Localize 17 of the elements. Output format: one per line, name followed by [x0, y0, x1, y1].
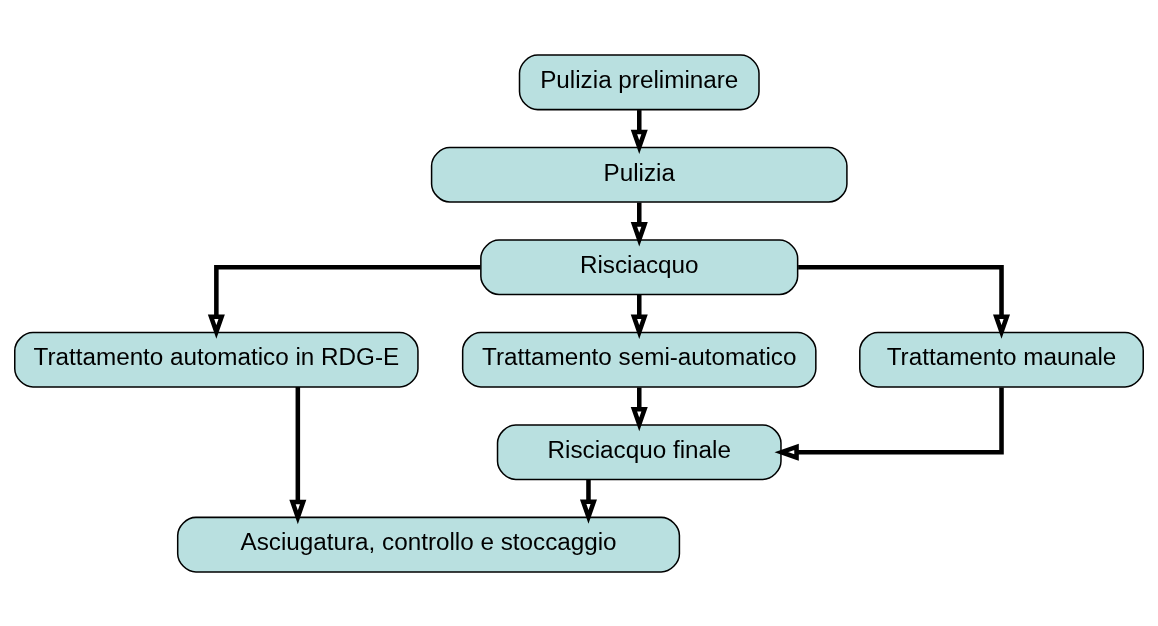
node-box: Pulizia preliminare — [518, 53, 760, 110]
node-box: Risciacquo finale — [496, 423, 782, 480]
node-box: Risciacquo — [480, 238, 799, 295]
arrow — [207, 264, 481, 339]
node-box: Trattamento semi-automatico — [461, 331, 817, 388]
node-box: Trattamento automatico in RDG-E — [14, 331, 419, 388]
node-box: Pulizia — [430, 146, 848, 203]
arrow — [774, 386, 1004, 461]
arrow — [630, 294, 648, 339]
node-box: Asciugatura, controllo e stoccaggio — [176, 516, 681, 573]
arrow — [798, 264, 1011, 339]
arrow — [289, 386, 307, 524]
node-box: Trattamento maunale — [859, 331, 1144, 388]
arrow — [630, 109, 648, 154]
arrow — [630, 386, 648, 431]
arrow — [630, 202, 648, 246]
arrow — [579, 479, 597, 524]
